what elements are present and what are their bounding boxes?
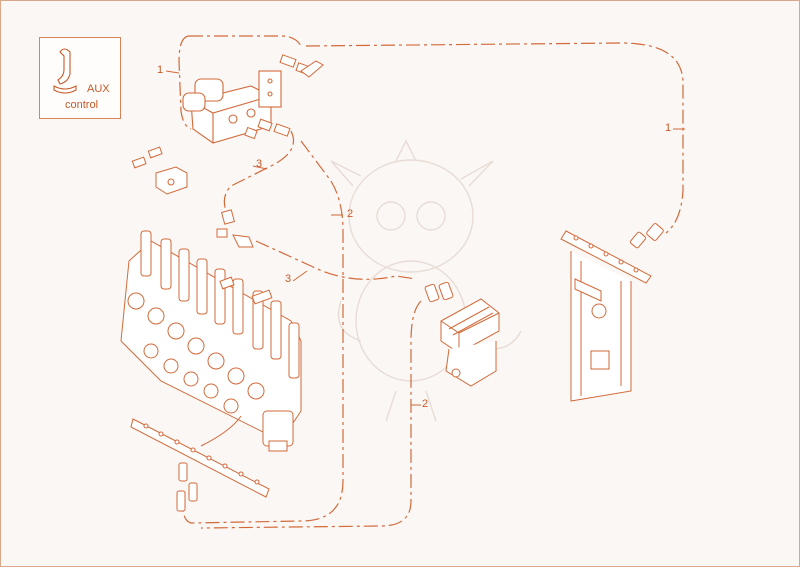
foot-pedal xyxy=(424,281,500,387)
gasket-strip xyxy=(130,418,270,512)
callout-2-upper: 2 xyxy=(347,208,354,220)
legend-label-control: control xyxy=(65,99,99,111)
joystick-icon xyxy=(53,48,77,94)
hose-routes xyxy=(178,35,684,529)
main-control-valve xyxy=(120,230,302,452)
valve-fittings xyxy=(131,54,324,248)
callout-3-lower: 3 xyxy=(285,273,292,285)
callout-3-upper: 3 xyxy=(256,158,263,170)
watermark-mascot xyxy=(330,139,522,422)
callout-2-lower: 2 xyxy=(422,398,429,410)
legend-label-aux: AUX xyxy=(87,83,110,95)
callout-1-left: 1 xyxy=(157,64,164,76)
callout-leaders xyxy=(165,70,685,406)
callout-1-right: 1 xyxy=(665,122,672,134)
aux-valve-block xyxy=(182,70,282,144)
aux-control-legend: AUX control xyxy=(39,37,121,119)
cab-frame-panel xyxy=(560,223,664,402)
